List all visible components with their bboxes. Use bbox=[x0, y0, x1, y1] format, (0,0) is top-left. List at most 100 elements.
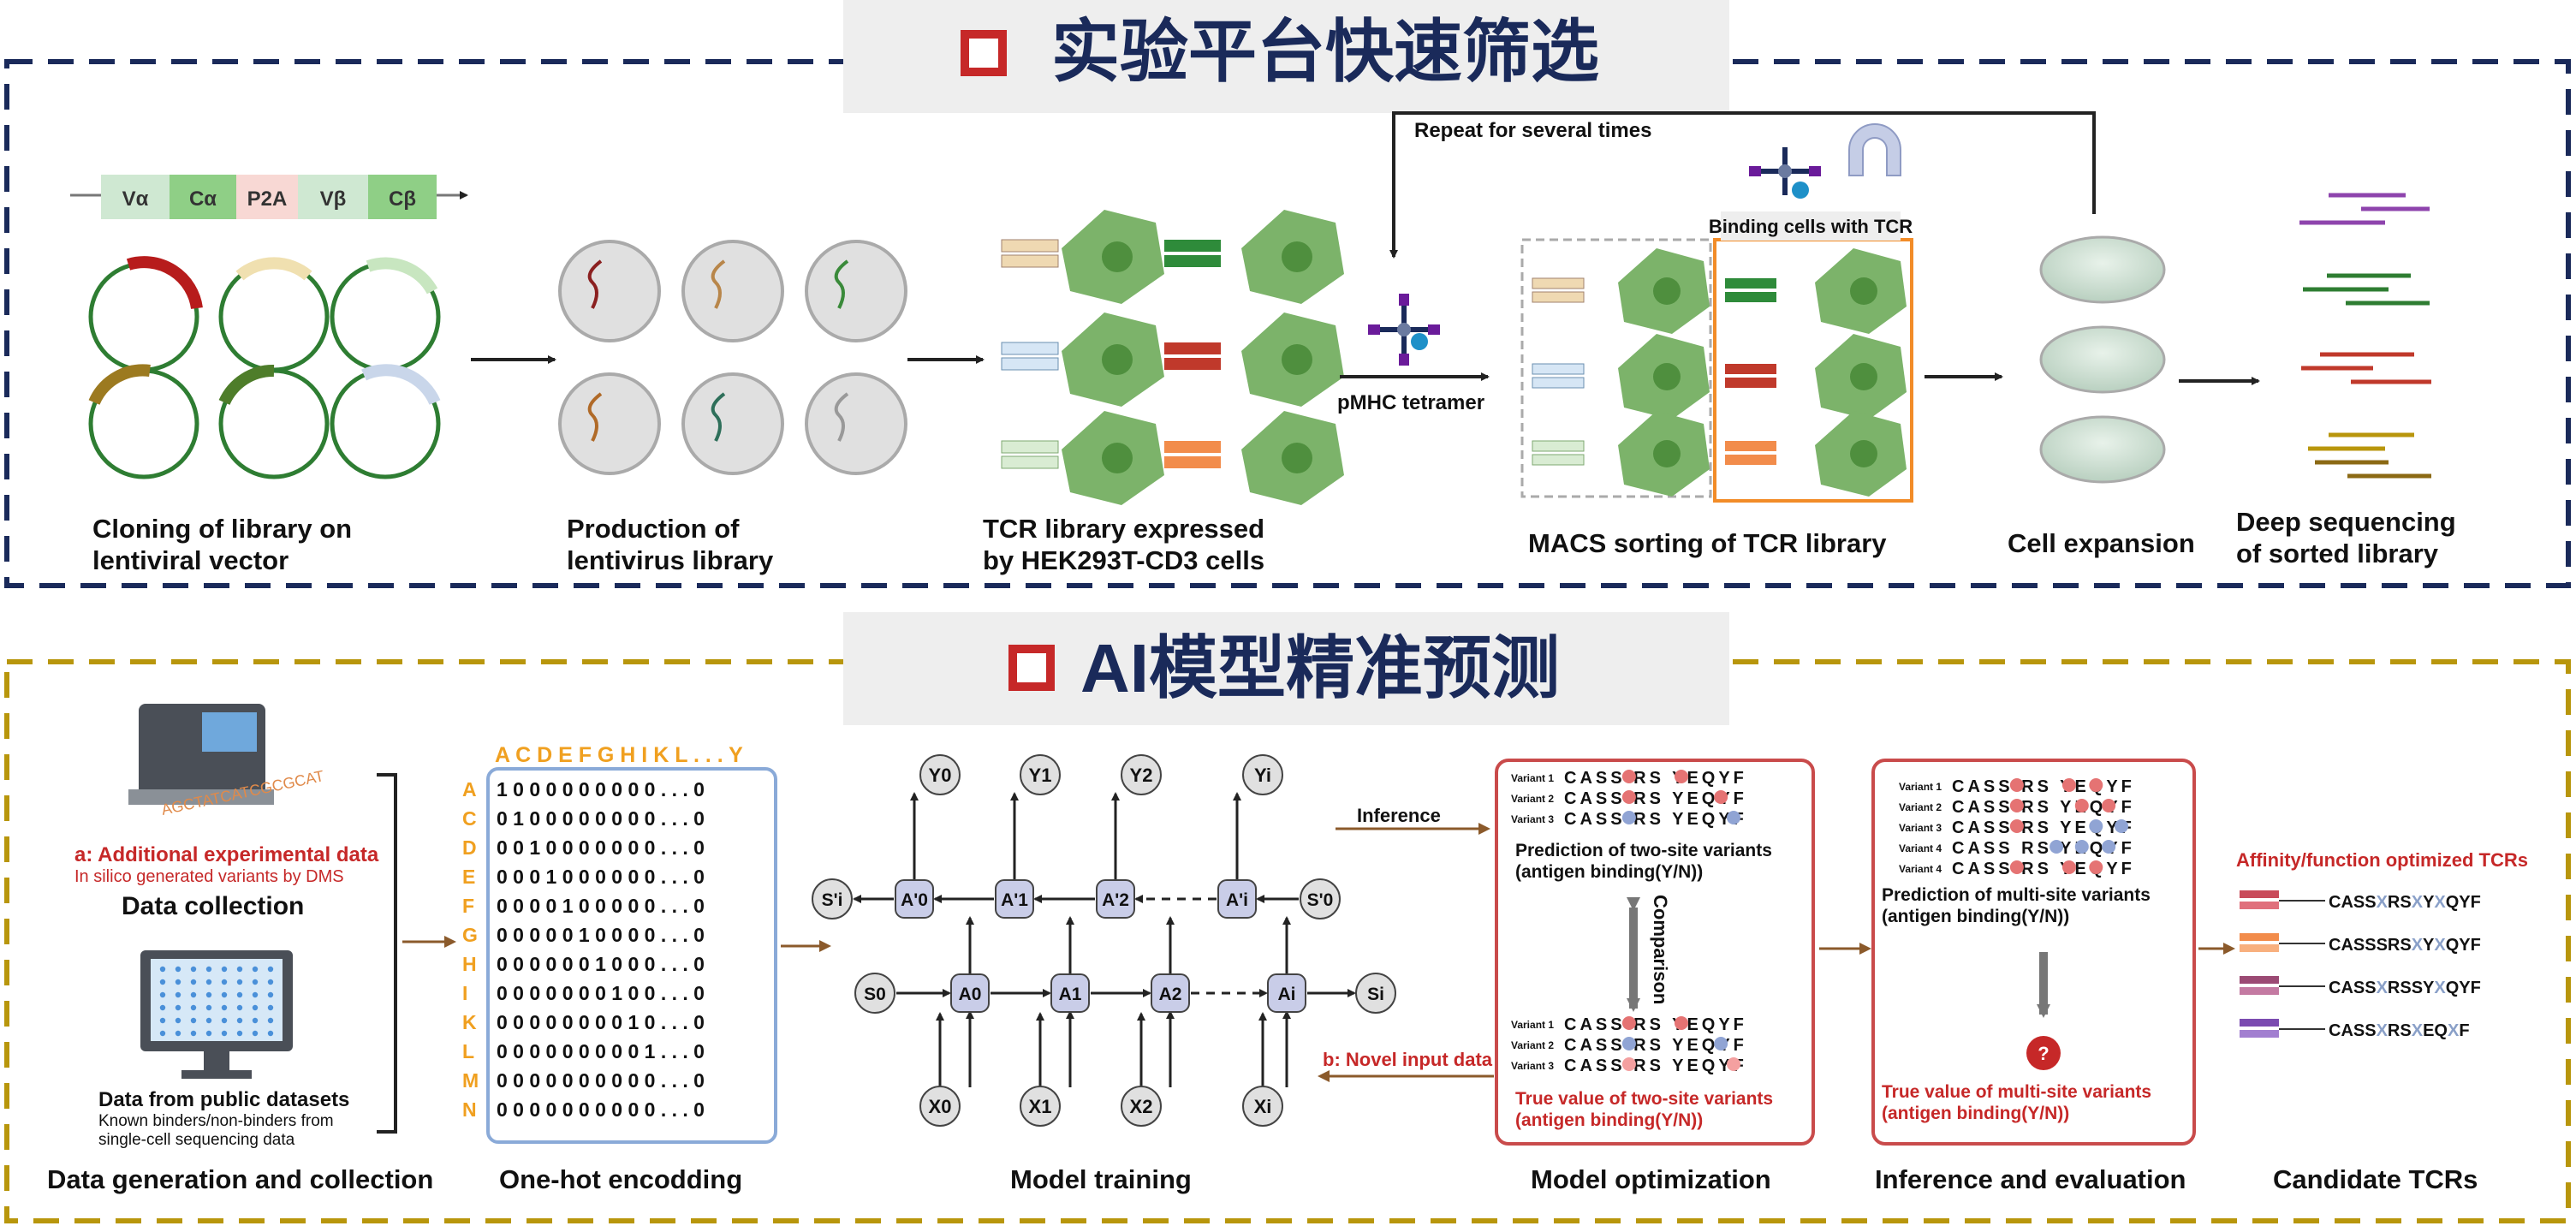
variant-label: Variant 4 bbox=[1899, 842, 1942, 854]
candidate-tcr-icon bbox=[2240, 902, 2279, 909]
onehot-row-letter: M bbox=[462, 1069, 479, 1092]
variant-sequence: CASS RS YEQYF bbox=[1564, 1056, 1747, 1075]
candidate-tcr-icon bbox=[2240, 1019, 2279, 1027]
onehot-row-letter: K bbox=[462, 1011, 477, 1033]
onehot-row-values: 0 0 0 0 0 0 0 0 0 0 . . . 0 bbox=[497, 1098, 705, 1121]
candidate-seq-part: CASSSRS bbox=[2329, 936, 2412, 955]
monitor-network-dots bbox=[159, 966, 274, 1037]
network-dot bbox=[205, 1017, 212, 1024]
candidate-seq-part: Y bbox=[2423, 893, 2435, 912]
network-dot bbox=[252, 966, 259, 973]
mutation-dot bbox=[1727, 1057, 1740, 1071]
rnn-input-node bbox=[1242, 1086, 1283, 1127]
network-dot bbox=[205, 979, 212, 985]
mutation-dot bbox=[2061, 860, 2076, 874]
variant-label: Variant 2 bbox=[1511, 793, 1554, 805]
mutation-dot bbox=[2074, 840, 2089, 854]
rnn-input-label: X1 bbox=[1029, 1096, 1052, 1117]
onehot-row-letter: G bbox=[462, 924, 478, 946]
candidate-seq-part: Y bbox=[2423, 936, 2435, 955]
variant-sequence: CASS RS YEQYF bbox=[1564, 1015, 1747, 1034]
network-dot bbox=[190, 1017, 197, 1024]
mutation-dot bbox=[2009, 860, 2024, 874]
repeat-label: Repeat for several times bbox=[1414, 119, 1651, 142]
rnn-forward-label: A0 bbox=[959, 985, 982, 1004]
onehot-row-letter: N bbox=[462, 1098, 477, 1121]
network-dot bbox=[175, 966, 181, 973]
rnn-output-label: Yi bbox=[1254, 765, 1271, 786]
step1-label-line2: lentiviral vector bbox=[92, 545, 289, 575]
variant-sequence: CASS RS YEQYF bbox=[1564, 1036, 1747, 1055]
variant-label: Variant 3 bbox=[1899, 822, 1942, 834]
mutation-dot bbox=[2089, 819, 2103, 833]
rnn-input-label: X2 bbox=[1130, 1096, 1153, 1117]
rnn-input-node bbox=[919, 1086, 961, 1127]
network-dot bbox=[175, 991, 181, 998]
network-dot bbox=[252, 1030, 259, 1037]
comparison-label: Comparison bbox=[1650, 895, 1671, 1004]
rnn-state-label: Si bbox=[1367, 985, 1384, 1004]
network-dot bbox=[175, 1030, 181, 1037]
step-b6-label: Candidate TCRs bbox=[2273, 1164, 2478, 1194]
step6-label-line2: of sorted library bbox=[2236, 539, 2439, 568]
onehot-row-letter: A bbox=[462, 778, 477, 800]
evaluation-box bbox=[1871, 759, 2196, 1146]
network-dot bbox=[175, 979, 181, 985]
additional-data-label: a: Additional experimental data bbox=[74, 843, 379, 866]
network-dot bbox=[236, 1030, 243, 1037]
network-dot bbox=[267, 966, 274, 973]
candidate-seq-part: QYF bbox=[2446, 979, 2481, 997]
rnn-state-node bbox=[1355, 973, 1396, 1014]
step2-label-line1: Production of bbox=[567, 514, 740, 544]
mutation-dot bbox=[1621, 1016, 1636, 1030]
variant-label: Variant 3 bbox=[1511, 813, 1554, 825]
network-dot bbox=[221, 1017, 228, 1024]
mutation-dot bbox=[1621, 1057, 1636, 1071]
onehot-row-values: 0 1 0 0 0 0 0 0 0 0 . . . 0 bbox=[497, 807, 705, 830]
candidate-seq-part: X bbox=[2377, 979, 2389, 997]
variant-label: Variant 2 bbox=[1511, 1039, 1554, 1051]
variant-label: Variant 1 bbox=[1511, 772, 1554, 784]
network-dot bbox=[175, 1004, 181, 1011]
rnn-backward-label: A'i bbox=[1226, 890, 1248, 910]
public-data-title: Data from public datasets bbox=[98, 1088, 349, 1111]
network-dot bbox=[159, 991, 166, 998]
variant-sequence: CASS RS YEQYF bbox=[1564, 789, 1747, 808]
segment-ca: Cα bbox=[189, 187, 217, 211]
mutation-dot bbox=[2102, 840, 2116, 854]
onehot-row-values: 0 0 0 0 0 0 0 0 1 0 . . . 0 bbox=[497, 1011, 705, 1033]
onehot-row-letter: E bbox=[462, 866, 475, 888]
onehot-row-letter: H bbox=[462, 953, 477, 975]
candidate-sequence: CASSXRSSYXQYF bbox=[2329, 979, 2481, 997]
network-dot bbox=[205, 991, 212, 998]
step-b1-label: Data generation and collection bbox=[47, 1164, 433, 1194]
rnn-output-node bbox=[919, 754, 961, 795]
rnn-state-node bbox=[854, 973, 895, 1014]
step-b5-label: Inference and evaluation bbox=[1875, 1164, 2186, 1194]
candidate-tcr-icon bbox=[2240, 890, 2279, 898]
network-dot bbox=[221, 966, 228, 973]
network-dot bbox=[221, 991, 228, 998]
network-dot bbox=[267, 1030, 274, 1037]
rnn-state-label: S0 bbox=[864, 985, 886, 1004]
network-dot bbox=[190, 979, 197, 985]
rnn-forward-label: A2 bbox=[1159, 985, 1182, 1004]
rnn-input-label: Xi bbox=[1254, 1096, 1272, 1117]
candidate-seq-part: QYF bbox=[2446, 893, 2481, 912]
mutation-dot bbox=[2074, 799, 2089, 812]
mutation-dot bbox=[2102, 799, 2116, 812]
candidate-seq-part: X bbox=[2434, 893, 2446, 912]
onehot-row-values: 0 0 0 0 0 1 0 0 0 0 . . . 0 bbox=[497, 924, 705, 946]
step3-label-line2: by HEK293T-CD3 cells bbox=[983, 545, 1264, 575]
opt-true-line1: True value of two-site variants bbox=[1515, 1089, 1773, 1109]
onehot-row-values: 0 0 0 0 0 0 0 0 0 0 . . . 0 bbox=[497, 1069, 705, 1092]
variant-label: Variant 2 bbox=[1899, 801, 1942, 813]
candidate-seq-part: X bbox=[2434, 936, 2446, 955]
mutation-dot bbox=[1714, 1037, 1728, 1050]
candidate-tcr-icon bbox=[2240, 944, 2279, 952]
eval-true-line2: (antigen binding(Y/N)) bbox=[1882, 1104, 2069, 1123]
candidate-seq-part: QYF bbox=[2446, 936, 2481, 955]
plasmid-icons bbox=[88, 256, 441, 479]
